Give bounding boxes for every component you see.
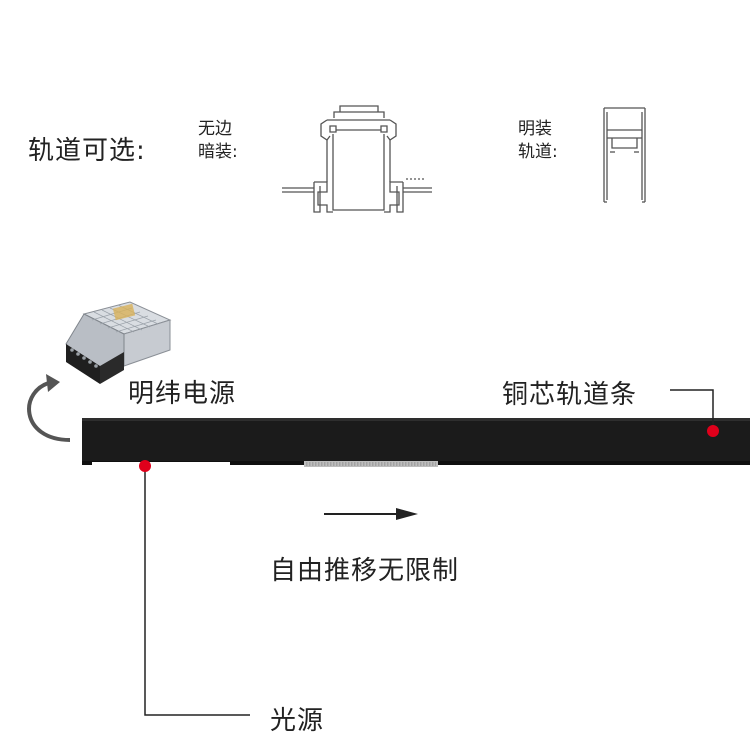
light-source-strip <box>92 462 230 467</box>
copper-track-marker <box>707 425 719 437</box>
recessed-option-label-line2: 暗装: <box>198 142 238 162</box>
track-options-heading: 轨道可选: <box>28 136 146 166</box>
power-supply-image <box>65 301 172 384</box>
copper-track-callout <box>670 389 719 437</box>
spot-module-grille <box>306 462 436 466</box>
recessed-track-profile <box>282 105 432 213</box>
recessed-option-label-line1: 无边 <box>198 119 232 139</box>
copper-track-label: 铜芯轨道条 <box>502 380 638 410</box>
curved-arrow-icon <box>27 374 71 442</box>
recessed-option-label: 无边 暗装: <box>198 118 238 164</box>
light-source-callout <box>139 460 250 716</box>
surface-option-label: 明装 轨道: <box>518 118 558 164</box>
surface-option-label-line2: 轨道: <box>518 142 558 162</box>
free-move-label: 自由推移无限制 <box>270 556 460 586</box>
surface-track-profile <box>603 107 646 203</box>
right-arrow-icon <box>324 508 418 520</box>
light-source-label: 光源 <box>270 706 325 736</box>
track-bar <box>82 418 750 465</box>
surface-option-label-line1: 明装 <box>518 119 552 139</box>
power-supply-label: 明纬电源 <box>128 379 237 409</box>
light-source-marker <box>139 460 151 472</box>
spot-module <box>304 461 438 467</box>
